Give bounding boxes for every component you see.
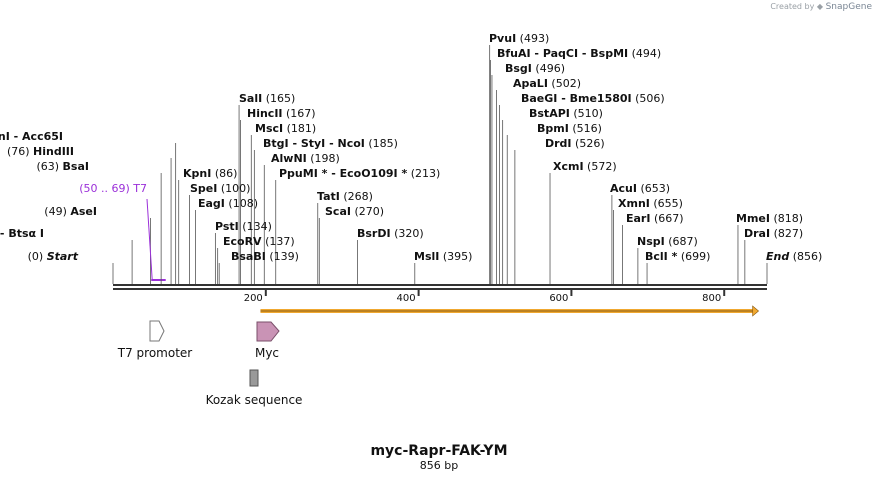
- site-label-asei: (49) AseI: [44, 205, 97, 218]
- watermark-prefix: Created by: [770, 2, 815, 11]
- site-label-drdi: DrdI (526): [545, 137, 605, 150]
- site-label-eagi: EagI (108): [198, 197, 258, 210]
- site-label-bpmi: BpmI (516): [537, 122, 602, 135]
- site-label-pvui: PvuI (493): [489, 32, 549, 45]
- feature-kozak-sequence-box: [249, 369, 259, 387]
- ruler-label-800: 800: [702, 293, 721, 304]
- site-label-bani-acc65i: (82) BanI - Acc65I: [0, 130, 63, 143]
- site-label-btsi-bts-i: (25) BtsI - Btsα I: [0, 227, 44, 240]
- site-label-bsgi: BsgI (496): [505, 62, 565, 75]
- feature-label-t7-promoter: T7 promoter: [117, 346, 193, 360]
- site-label-apali: ApaLI (502): [513, 77, 581, 90]
- site-label-tati: TatI (268): [317, 190, 373, 203]
- site-label-msci: MscI (181): [255, 122, 316, 135]
- site-label-kpni: KpnI (86): [183, 167, 237, 180]
- site-label-bstapi: BstAPI (510): [529, 107, 603, 120]
- site-label-msli: MslI (395): [414, 250, 472, 263]
- feature-label-kozak-sequence: Kozak sequence: [206, 393, 303, 407]
- site-label-start: (0) Start: [28, 250, 79, 263]
- site-label-t7: (50 .. 69) T7: [79, 182, 147, 195]
- ruler-label-400: 400: [397, 293, 416, 304]
- site-label-btgi-styi-ncoi: BtgI - StyI - NcoI (185): [263, 137, 398, 150]
- watermark-brand: SnapGene: [825, 2, 872, 12]
- site-label-alwni: AlwNI (198): [271, 152, 340, 165]
- snapgene-watermark: Created by ◆ SnapGene: [770, 2, 872, 12]
- site-label-bcli: BclI * (699): [645, 250, 710, 263]
- feature-myc-arrow: [256, 321, 280, 342]
- ruler-label-200: 200: [244, 293, 263, 304]
- site-label-sali: SalI (165): [239, 92, 295, 105]
- site-label-ecorv: EcoRV (137): [223, 235, 295, 248]
- sequence-length: 856 bp: [420, 459, 458, 472]
- site-label-xmni: XmnI (655): [618, 197, 683, 210]
- ruler-label-600: 600: [549, 293, 568, 304]
- site-label-bsai: (63) BsaI: [36, 160, 89, 173]
- site-label-bsrdi: BsrDI (320): [357, 227, 424, 240]
- site-label-bfuai-paqci-bspmi: BfuAI - PaqCI - BspMI (494): [497, 47, 661, 60]
- site-label-bsabi: BsaBI (139): [231, 250, 299, 263]
- site-label-xcmi: XcmI (572): [553, 160, 617, 173]
- primer-leader-line: [146, 198, 153, 281]
- sequence-title: myc-Rapr-FAK-YM: [370, 443, 507, 459]
- site-label-hincii: HincII (167): [247, 107, 316, 120]
- feature-label-myc: Myc: [255, 346, 279, 360]
- site-label-spei: SpeI (100): [190, 182, 250, 195]
- site-label-eari: EarI (667): [626, 212, 684, 225]
- site-label-ppumi-ecoo109i: PpuMI * - EcoO109I * (213): [279, 167, 440, 180]
- site-label-mmei: MmeI (818): [736, 212, 803, 225]
- orf-arrow-head: [752, 305, 760, 317]
- site-label-nspi: NspI (687): [637, 235, 698, 248]
- site-label-baegi-bme1580i: BaeGI - Bme1580I (506): [521, 92, 665, 105]
- site-label-psti: PstI (134): [215, 220, 272, 233]
- site-label-hindiii: (76) HindIII: [7, 145, 74, 158]
- site-label-end: End (856): [766, 250, 822, 263]
- site-label-drai: DraI (827): [744, 227, 803, 240]
- site-label-scai: ScaI (270): [325, 205, 384, 218]
- snapgene-logo-icon: ◆: [816, 2, 824, 11]
- feature-t7-promoter-arrow: [149, 320, 165, 342]
- site-label-acui: AcuI (653): [610, 182, 670, 195]
